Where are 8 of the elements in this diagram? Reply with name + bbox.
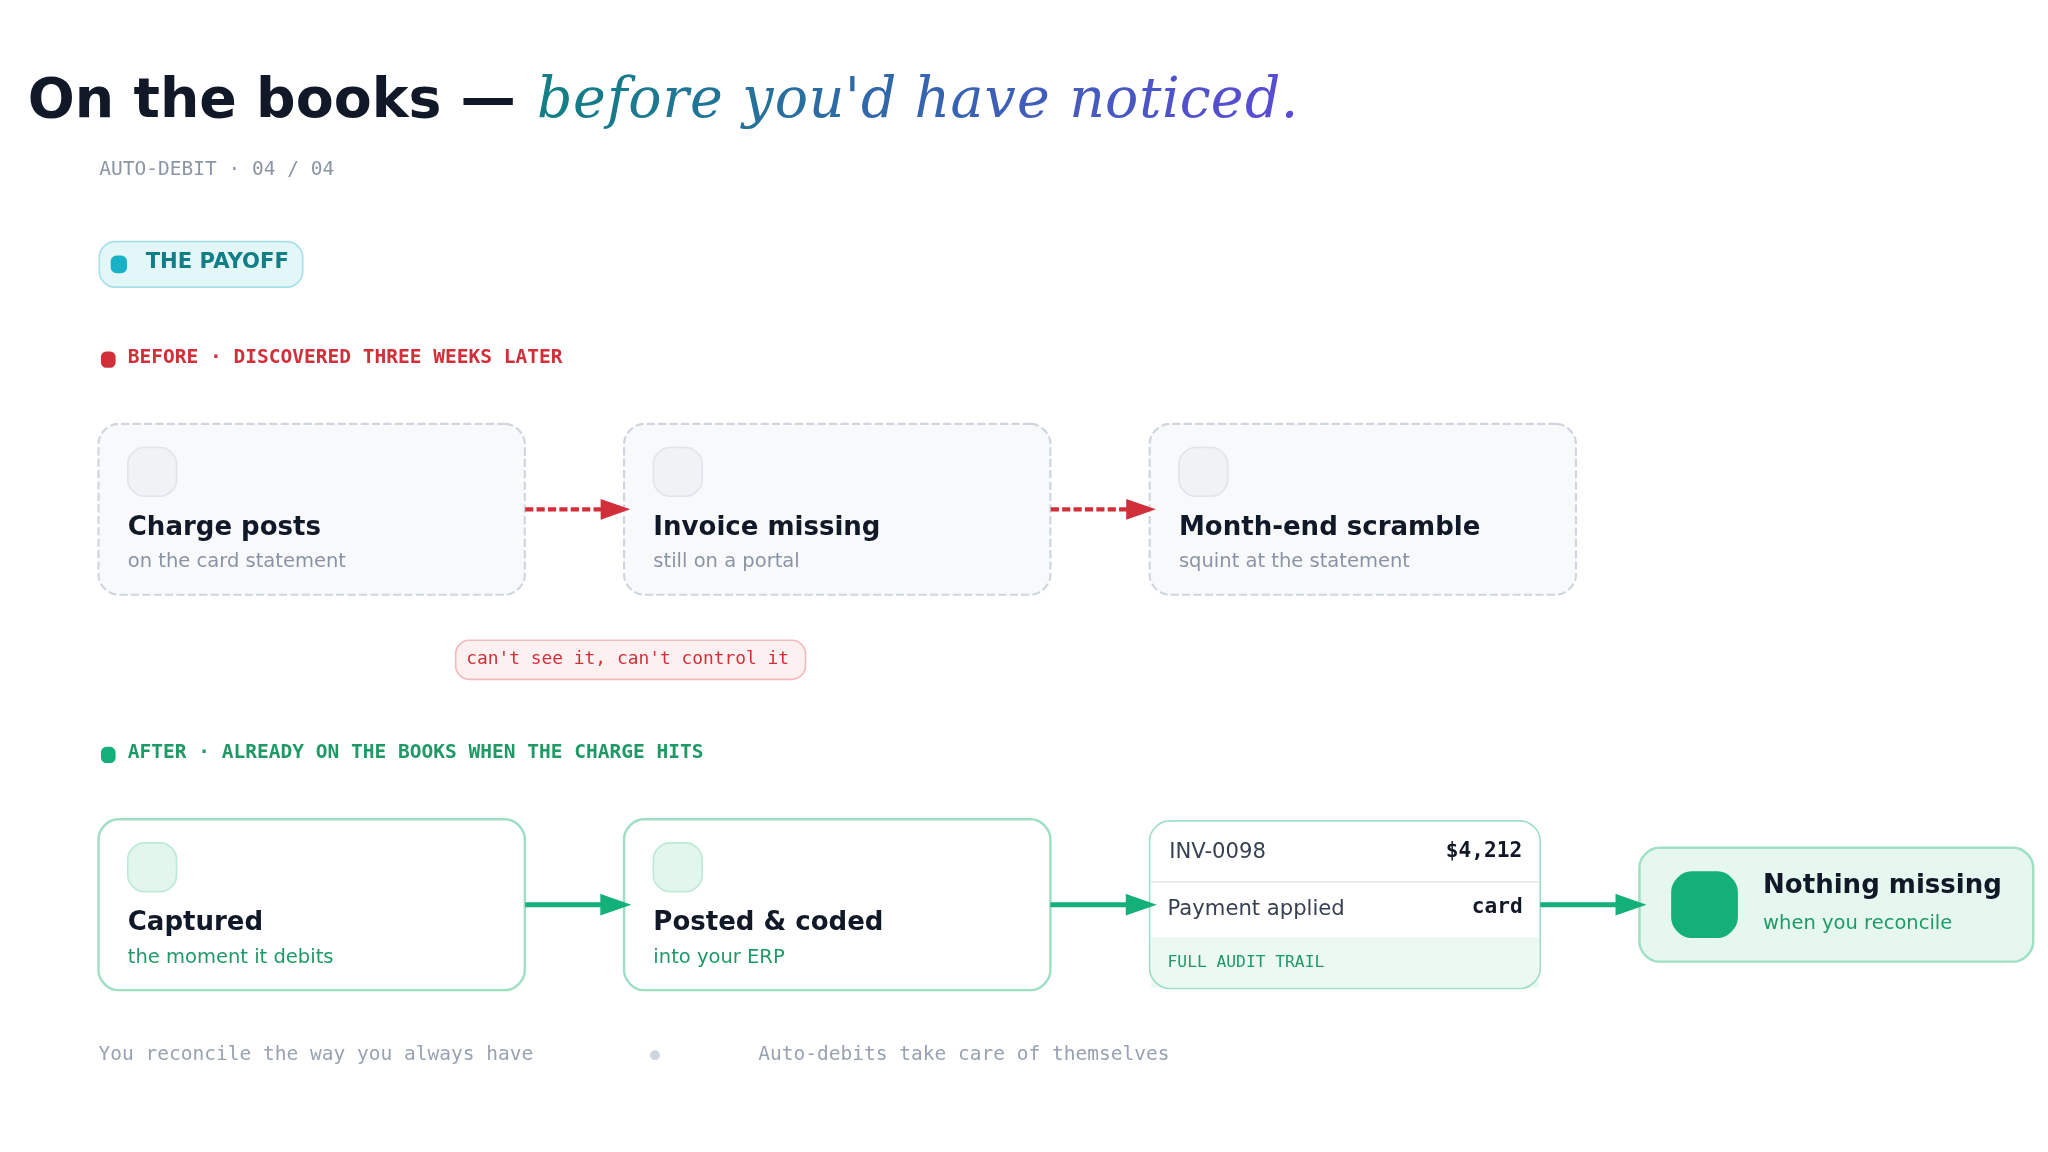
label: AFTER · ALREADY ON THE BOOKS WHEN THE CHARGE HITS <box>127 740 704 764</box>
label: can't see it, can't control it <box>466 647 790 669</box>
label: Auto-debits take care of themselves <box>758 1042 1170 1066</box>
label: AUTO-DEBIT · 04 / 04 <box>99 157 335 181</box>
label: BEFORE · DISCOVERED THREE WEEKS LATER <box>127 345 563 368</box>
label: THE PAYOFF <box>145 248 289 274</box>
diagram-title: On the books — before you'd have noticed. <box>27 65 1299 130</box>
label: You reconcile the way you always have <box>98 1042 534 1066</box>
